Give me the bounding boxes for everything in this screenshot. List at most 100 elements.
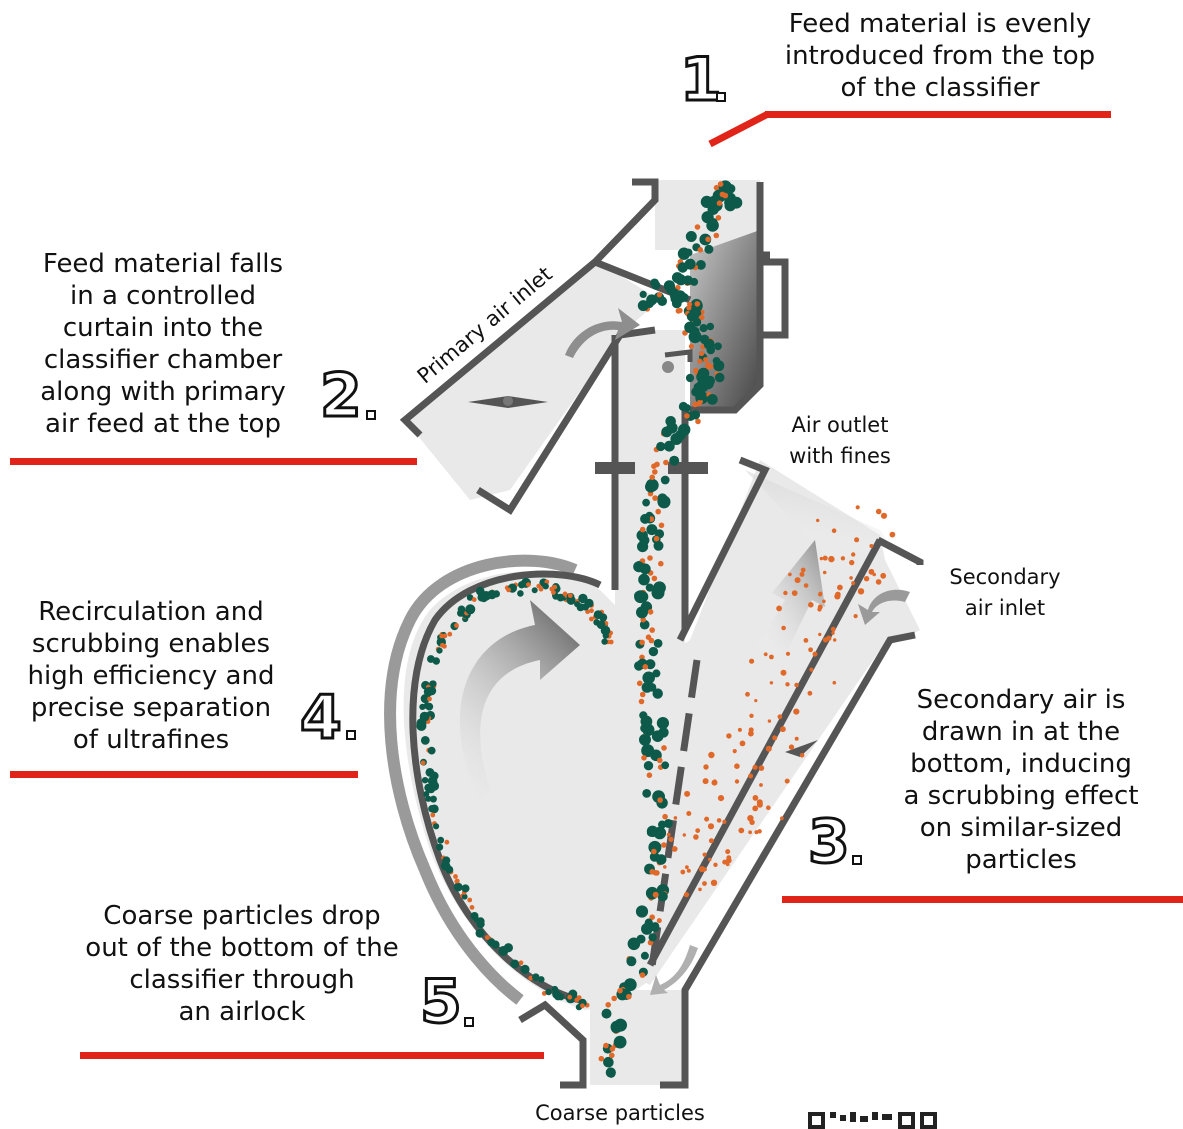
fine-particle <box>643 664 649 670</box>
fine-particle <box>880 573 886 579</box>
coarse-particle <box>686 231 697 242</box>
coarse-particle <box>686 374 694 382</box>
fine-particle <box>776 606 782 612</box>
coarse-particle <box>433 823 439 829</box>
fine-particle <box>832 528 837 533</box>
step5-underline <box>80 1052 544 1059</box>
fine-particle <box>876 509 882 515</box>
fine-particle <box>663 865 667 869</box>
coarse-particle <box>532 973 540 981</box>
fine-particle <box>626 994 632 1000</box>
fine-particle <box>703 778 709 784</box>
fine-particle <box>589 608 594 613</box>
coarse-particle <box>696 372 707 383</box>
coarse-particle <box>430 805 439 814</box>
coarse-particle <box>491 941 499 949</box>
fine-particle <box>526 582 531 587</box>
fine-particle <box>752 806 758 812</box>
fine-particle <box>766 746 772 752</box>
fine-particle <box>653 892 659 898</box>
fine-particle <box>709 838 714 843</box>
fine-particle <box>672 846 678 852</box>
coarse-particle <box>477 917 485 925</box>
fine-particle <box>804 638 809 643</box>
fine-particle <box>609 1053 615 1059</box>
fine-particle <box>697 359 702 364</box>
step1-number-dot <box>716 92 726 102</box>
fine-particle <box>443 634 448 639</box>
fine-particle <box>769 655 774 660</box>
fine-particle <box>789 744 794 749</box>
coarse-particle <box>624 978 637 991</box>
coarse-particle <box>421 736 430 745</box>
coarse-particle <box>649 647 658 656</box>
air-outlet-label: Air outlet with fines <box>770 410 910 472</box>
fine-particle <box>754 830 758 834</box>
fine-particle <box>745 692 750 697</box>
coarse-particle <box>420 712 430 722</box>
coarse-particle <box>436 648 442 654</box>
coarse-particle <box>665 416 676 427</box>
step5-number: 5 <box>420 972 462 1032</box>
fine-particle <box>649 638 655 644</box>
fine-particle <box>652 576 658 582</box>
fine-particle <box>794 683 799 688</box>
fine-particle <box>455 879 460 884</box>
fine-particle <box>764 652 768 656</box>
coarse-particle <box>425 703 433 711</box>
fine-particle <box>801 568 806 573</box>
fine-particle <box>472 597 477 602</box>
coarse-particles-label: Coarse particles <box>520 1098 720 1129</box>
fine-particle <box>519 960 524 965</box>
fine-particle <box>652 469 658 475</box>
step3-text: Secondary air is drawn in at the bottom,… <box>886 684 1156 876</box>
coarse-particle <box>634 590 647 603</box>
fine-particle <box>640 692 646 698</box>
fine-particle <box>749 714 753 718</box>
fine-particle <box>599 1056 605 1062</box>
coarse-particle <box>611 1023 621 1033</box>
fine-particle <box>723 193 729 199</box>
fine-particle <box>453 874 458 879</box>
fine-particle <box>695 828 700 833</box>
fine-particle <box>823 571 827 575</box>
coarse-particle <box>640 514 650 524</box>
fine-particle <box>648 609 654 615</box>
fine-particle <box>864 576 869 581</box>
fine-particle <box>794 710 798 714</box>
coarse-particle <box>656 854 667 865</box>
fine-particle <box>454 623 459 628</box>
fine-particle <box>800 753 805 758</box>
fine-particle <box>686 305 691 310</box>
fine-particle <box>667 833 671 837</box>
fine-particle <box>770 681 773 684</box>
fine-particle <box>831 631 834 634</box>
coarse-particle <box>652 669 660 677</box>
fine-particle <box>858 588 864 594</box>
coarse-particle <box>709 218 718 227</box>
coarse-particle <box>656 442 665 451</box>
coarse-particle <box>638 300 649 311</box>
fine-particle <box>881 513 887 519</box>
fine-particle <box>757 802 763 808</box>
fine-particle <box>748 830 752 834</box>
coarse-particle <box>657 717 669 729</box>
fine-particle <box>780 816 784 820</box>
coarse-particle <box>704 339 715 350</box>
coarse-particle <box>419 704 425 710</box>
coarse-particle <box>680 293 689 302</box>
coarse-particle <box>545 989 552 996</box>
fine-particle <box>818 633 821 636</box>
fine-particle <box>640 972 646 978</box>
coarse-particle <box>636 905 648 917</box>
coarse-particle <box>636 606 648 618</box>
coarse-particle <box>657 497 666 506</box>
coarse-particle <box>654 639 663 648</box>
coarse-particle <box>428 747 436 755</box>
fine-particle <box>854 537 859 542</box>
fine-particle <box>649 869 655 875</box>
coarse-particle <box>615 1036 624 1045</box>
fine-particle <box>658 561 664 567</box>
step4-number: 4 <box>300 688 342 748</box>
fine-particle <box>703 764 708 769</box>
